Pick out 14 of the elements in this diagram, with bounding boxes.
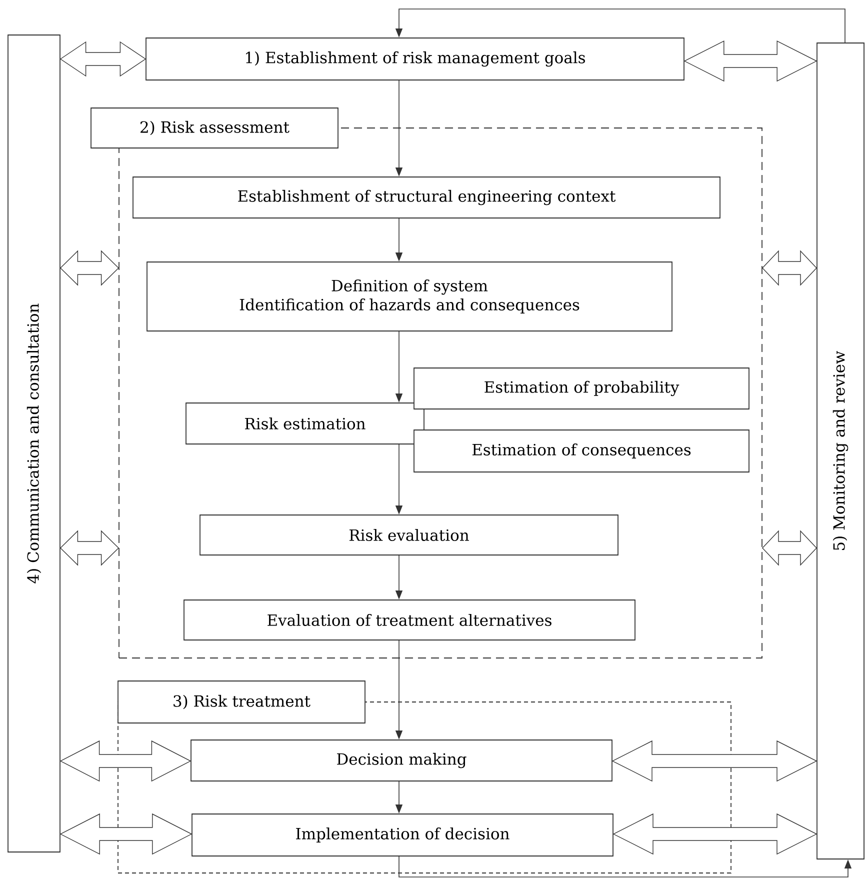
process-box: Estimation of probability (414, 368, 750, 410)
process-box: Establishment of structural engineering context (132, 176, 720, 218)
process-box: Risk evaluation (200, 514, 618, 556)
process-box: Definition of system Identification of hazards and consequences (146, 262, 672, 332)
process-box: Estimation of consequences (414, 430, 750, 472)
process-box: Implementation of decision (192, 814, 614, 856)
vertical-box: 5) Monitoring and review (816, 42, 864, 860)
section-label: 3) Risk treatment (118, 680, 366, 724)
process-box: Decision making (190, 740, 612, 782)
process-box: Risk estimation (186, 402, 424, 444)
process-box: Evaluation of treatment alternatives (184, 600, 636, 640)
section-label: 2) Risk assessment (90, 108, 338, 148)
process-box: 1) Establishment of risk management goals (146, 38, 684, 80)
vertical-box: 4) Communication and consultation (8, 34, 60, 852)
